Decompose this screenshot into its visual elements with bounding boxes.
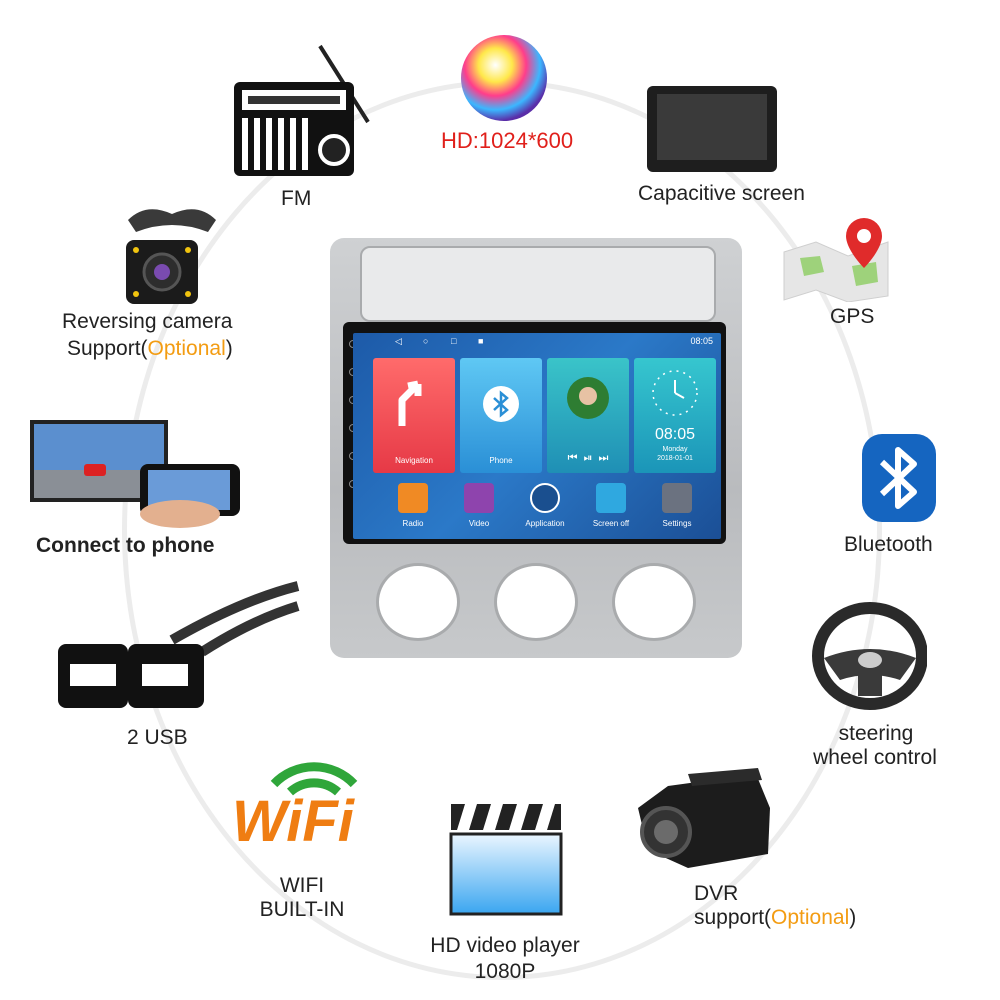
wifi-signal-icon (270, 762, 358, 796)
dvr-optional: Optional (771, 906, 850, 929)
hvac-knob-left[interactable] (376, 563, 460, 641)
app-application[interactable]: Application (520, 483, 570, 528)
tile-music[interactable]: ⏮ ⏯ ⏭ (547, 358, 629, 473)
recent-apps-icon[interactable]: ■ (478, 336, 484, 346)
back-nav-icon[interactable]: ◁ (395, 336, 402, 346)
usb-cable-icon (58, 581, 300, 708)
android-display: ◁ ○ □ ■ 08:05 Navigation Phone ⏮ ⏯ ⏭ 08:… (353, 333, 721, 539)
radio-icon (234, 44, 370, 176)
status-time: 08:05 (690, 336, 713, 346)
application-app-icon (530, 483, 560, 513)
frame-top-opening (360, 246, 716, 322)
phone-mirroring-icon (30, 420, 240, 528)
camera-label-line1: Reversing camera (62, 310, 233, 333)
steering-label-line1: steering (838, 722, 914, 745)
app-radio[interactable]: Radio (388, 483, 438, 528)
digital-clock: 08:05 (654, 426, 696, 443)
app-video[interactable]: Video (454, 483, 504, 528)
monitor-icon (647, 86, 777, 172)
camera-optional: Optional (147, 337, 226, 360)
tile-phone[interactable]: Phone (460, 358, 542, 473)
hd-label: HD:1024*600 (441, 128, 574, 153)
clock-date: 2018-01-01 (657, 455, 693, 462)
recent-nav-icon[interactable]: □ (451, 336, 457, 346)
capacitive-label: Capacitive screen (638, 182, 805, 205)
screen-off-app-icon (596, 483, 626, 513)
usb-label: 2 USB (127, 726, 188, 749)
wifi-logo: WiFi (232, 789, 354, 854)
dvr-camera-icon (638, 768, 770, 868)
home-nav-icon[interactable]: ○ (423, 336, 429, 346)
app-screen-off[interactable]: Screen off (586, 483, 636, 528)
wifi-label-line2: BUILT-IN (259, 898, 345, 921)
hvac-knob-center[interactable] (494, 563, 578, 641)
status-bar: ◁ ○ □ ■ 08:05 (353, 333, 721, 351)
bluetooth-icon (862, 434, 936, 522)
music-controls[interactable]: ⏮ ⏯ ⏭ (567, 452, 609, 464)
dvr-label-line1: DVR (694, 882, 739, 905)
color-ball-icon (461, 35, 547, 121)
camera-label-line2: Support(Optional) (67, 337, 233, 360)
gps-label: GPS (830, 305, 875, 328)
dvr-label-line2: support(Optional) (694, 906, 857, 929)
music-album-icon (567, 377, 609, 419)
settings-app-icon (662, 483, 692, 513)
tile-navigation[interactable]: Navigation (373, 358, 455, 473)
phone-bluetooth-icon (483, 386, 519, 422)
reversing-camera-icon (126, 209, 216, 304)
navigation-icon (398, 380, 422, 426)
video-label-line1: HD video player (430, 934, 580, 957)
hvac-knob-right[interactable] (612, 563, 696, 641)
phone-label: Connect to phone (36, 534, 215, 557)
video-app-icon (464, 483, 494, 513)
wifi-label-line1: WIFI (279, 874, 325, 897)
gps-map-icon (783, 218, 889, 302)
clapperboard-icon (449, 804, 563, 916)
fm-label: FM (281, 187, 312, 210)
steering-label-line2: wheel control (813, 746, 937, 769)
bluetooth-label: Bluetooth (844, 533, 933, 556)
analog-clock-icon (652, 370, 698, 416)
clock-day: Monday (662, 446, 688, 453)
steering-wheel-icon (812, 602, 927, 710)
radio-app-icon (398, 483, 428, 513)
tile-clock[interactable]: 08:05 Monday 2018-01-01 (634, 358, 716, 473)
video-label-line2: 1080P (474, 960, 536, 983)
app-settings[interactable]: Settings (652, 483, 702, 528)
